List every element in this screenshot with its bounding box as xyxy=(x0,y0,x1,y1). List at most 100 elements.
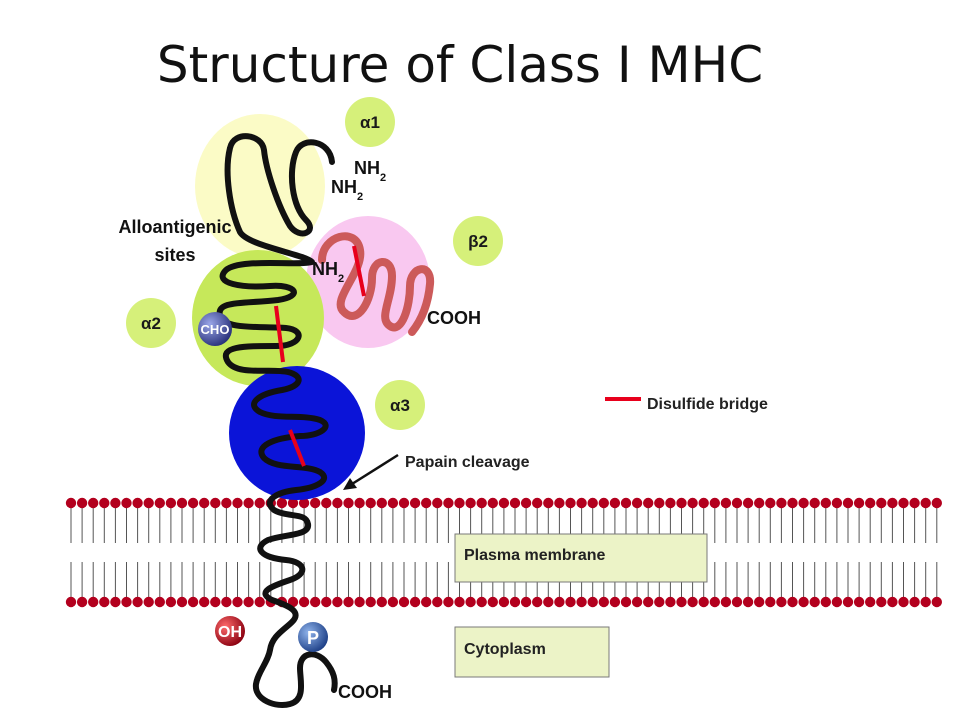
lipid-head xyxy=(731,596,743,608)
lipid-head xyxy=(687,596,698,608)
lipid-head xyxy=(76,497,88,509)
alloantigenic-sites-label-line1: Alloantigenic xyxy=(118,217,231,237)
lipid-head xyxy=(887,497,898,509)
beta2-microglobulin-chain xyxy=(318,232,435,336)
lipid-head xyxy=(787,497,798,509)
lipid-head xyxy=(687,497,698,509)
lipid-head xyxy=(631,497,643,509)
lipid-head xyxy=(754,497,765,509)
lipid-head xyxy=(476,596,487,608)
lipid-head xyxy=(443,596,454,608)
lipid-head xyxy=(776,497,787,509)
lipid-head xyxy=(498,497,510,509)
lipid-head xyxy=(543,596,554,608)
disulfide-bridge-beta2 xyxy=(352,245,366,297)
oh-hydroxyl-marker: OH xyxy=(215,616,245,646)
lipid-head xyxy=(432,497,443,509)
lipid-head xyxy=(310,596,321,608)
lipid-head xyxy=(187,596,199,608)
alpha2-label: α2 xyxy=(126,298,176,348)
svg-text:OH: OH xyxy=(218,624,242,641)
lipid-head xyxy=(754,596,765,608)
svg-text:NH: NH xyxy=(312,259,338,279)
lipid-head xyxy=(532,596,543,608)
lipid-head xyxy=(643,497,654,509)
lipid-head xyxy=(243,497,254,509)
lipid-head xyxy=(853,596,865,608)
cho-carbohydrate-marker: CHO xyxy=(198,312,232,346)
lipid-head xyxy=(676,596,687,608)
lipid-head xyxy=(809,596,820,608)
lipid-head xyxy=(720,497,732,509)
page-title: Structure of Class I MHC xyxy=(157,36,763,94)
lipid-head xyxy=(520,596,532,608)
nh2-label-beta2: NH 2 xyxy=(312,259,344,285)
lipid-head xyxy=(842,596,854,608)
lipid-head xyxy=(298,596,310,608)
lipid-head xyxy=(865,596,876,608)
lipid-head xyxy=(454,497,465,509)
lipid-head xyxy=(654,596,665,608)
lipid-head xyxy=(143,497,154,509)
papain-cleavage-arrow xyxy=(343,453,399,490)
lipid-head xyxy=(365,497,376,509)
lipid-head xyxy=(565,497,576,509)
lipid-head xyxy=(476,497,487,509)
phosphate-marker: P xyxy=(298,622,328,652)
lipid-head xyxy=(831,596,843,608)
lipid-head xyxy=(554,497,565,509)
lipid-heads-bottom xyxy=(65,596,942,608)
disulfide-bridge-alpha3 xyxy=(288,429,306,467)
lipid-head xyxy=(598,497,609,509)
lipid-head xyxy=(65,497,77,509)
lipid-head xyxy=(620,596,632,608)
svg-text:2: 2 xyxy=(338,273,344,285)
lipid-head xyxy=(898,497,909,509)
lipid-head xyxy=(343,596,354,608)
lipid-head xyxy=(443,497,454,509)
lipid-head xyxy=(398,497,410,509)
lipid-head xyxy=(809,497,820,509)
lipid-head xyxy=(332,497,343,509)
lipid-head xyxy=(165,596,177,608)
lipid-head xyxy=(487,497,498,509)
lipid-head xyxy=(598,596,609,608)
lipid-head xyxy=(532,497,543,509)
plasma-membrane-label: Plasma membrane xyxy=(464,547,606,564)
lipid-head xyxy=(88,497,99,509)
lipid-heads-top xyxy=(65,497,942,509)
lipid-head xyxy=(221,596,232,608)
lipid-head xyxy=(853,497,865,509)
lipid-head xyxy=(199,497,210,509)
lipid-head xyxy=(920,596,931,608)
alpha3-domain xyxy=(229,366,365,500)
alloantigenic-sites-label-line2: sites xyxy=(154,245,195,265)
lipid-head xyxy=(820,497,831,509)
lipid-head xyxy=(354,596,365,608)
beta2-cooh-label: COOH xyxy=(427,308,481,328)
lipid-head xyxy=(298,497,310,509)
papain-cleavage-label: Papain cleavage xyxy=(405,454,530,471)
lipid-head xyxy=(387,596,399,608)
lipid-head xyxy=(110,596,121,608)
lipid-head xyxy=(110,497,121,509)
lipid-head xyxy=(665,596,676,608)
lipid-head xyxy=(498,596,510,608)
lipid-head xyxy=(409,497,421,509)
lipid-head xyxy=(920,497,931,509)
lipid-head xyxy=(354,497,365,509)
alpha1-label: α1 xyxy=(345,97,395,147)
cytoplasm-box: Cytoplasm xyxy=(454,626,610,678)
disulfide-legend-label: Disulfide bridge xyxy=(647,396,768,413)
lipid-head xyxy=(165,497,177,509)
lipid-head xyxy=(798,497,809,509)
lipid-head xyxy=(88,596,99,608)
lipid-head xyxy=(276,497,288,509)
lipid-head xyxy=(210,497,221,509)
lipid-head xyxy=(587,497,598,509)
lipid-head xyxy=(454,596,465,608)
lipid-head xyxy=(254,497,265,509)
lipid-head xyxy=(654,497,665,509)
lipid-head xyxy=(709,596,720,608)
lipid-head xyxy=(798,596,809,608)
